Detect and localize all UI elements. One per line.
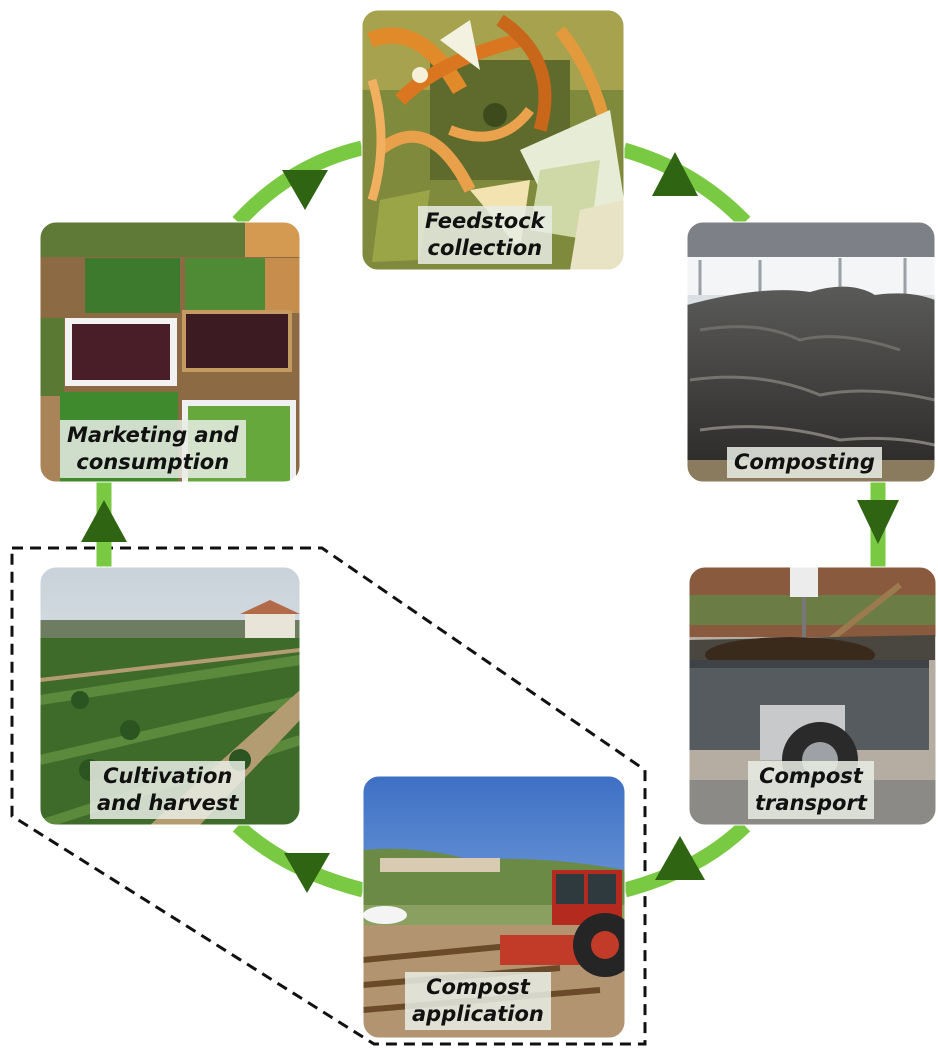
label-cultivation-harvest: Cultivation and harvest <box>90 761 246 819</box>
label-application-line1: Compost <box>426 975 530 999</box>
arrowhead-left <box>81 500 127 542</box>
label-marketing-line1: Marketing and <box>67 423 239 447</box>
arrowhead-top-right <box>652 152 698 196</box>
label-feedstock-collection: Feedstock collection <box>418 206 552 264</box>
label-transport-line1: Compost <box>759 764 863 788</box>
label-cultivation-line2: and harvest <box>97 791 239 815</box>
label-compost-application: Compost application <box>405 972 551 1030</box>
arrowhead-bottom-right <box>655 836 705 880</box>
label-cultivation-line1: Cultivation <box>103 764 233 788</box>
label-composting: Composting <box>727 447 882 478</box>
label-feedstock-line2: collection <box>427 236 543 260</box>
arrow-heads <box>81 152 899 893</box>
arrow-feedstock-to-composting <box>621 142 751 228</box>
arrowhead-right <box>857 500 899 544</box>
label-composting-line1: Composting <box>734 450 875 474</box>
label-marketing-line2: consumption <box>76 450 230 474</box>
label-compost-transport: Compost transport <box>748 761 874 819</box>
label-application-line2: application <box>412 1002 544 1026</box>
label-feedstock-line1: Feedstock <box>425 209 545 233</box>
arrowhead-bottom-left <box>284 853 330 893</box>
label-marketing-consumption: Marketing and consumption <box>60 420 246 478</box>
dashed-boundary <box>10 546 647 1046</box>
arrowhead-top-left <box>282 170 328 210</box>
food-scraps-photo <box>362 10 624 270</box>
label-transport-line2: transport <box>755 791 867 815</box>
compost-pile-photo <box>687 222 935 482</box>
